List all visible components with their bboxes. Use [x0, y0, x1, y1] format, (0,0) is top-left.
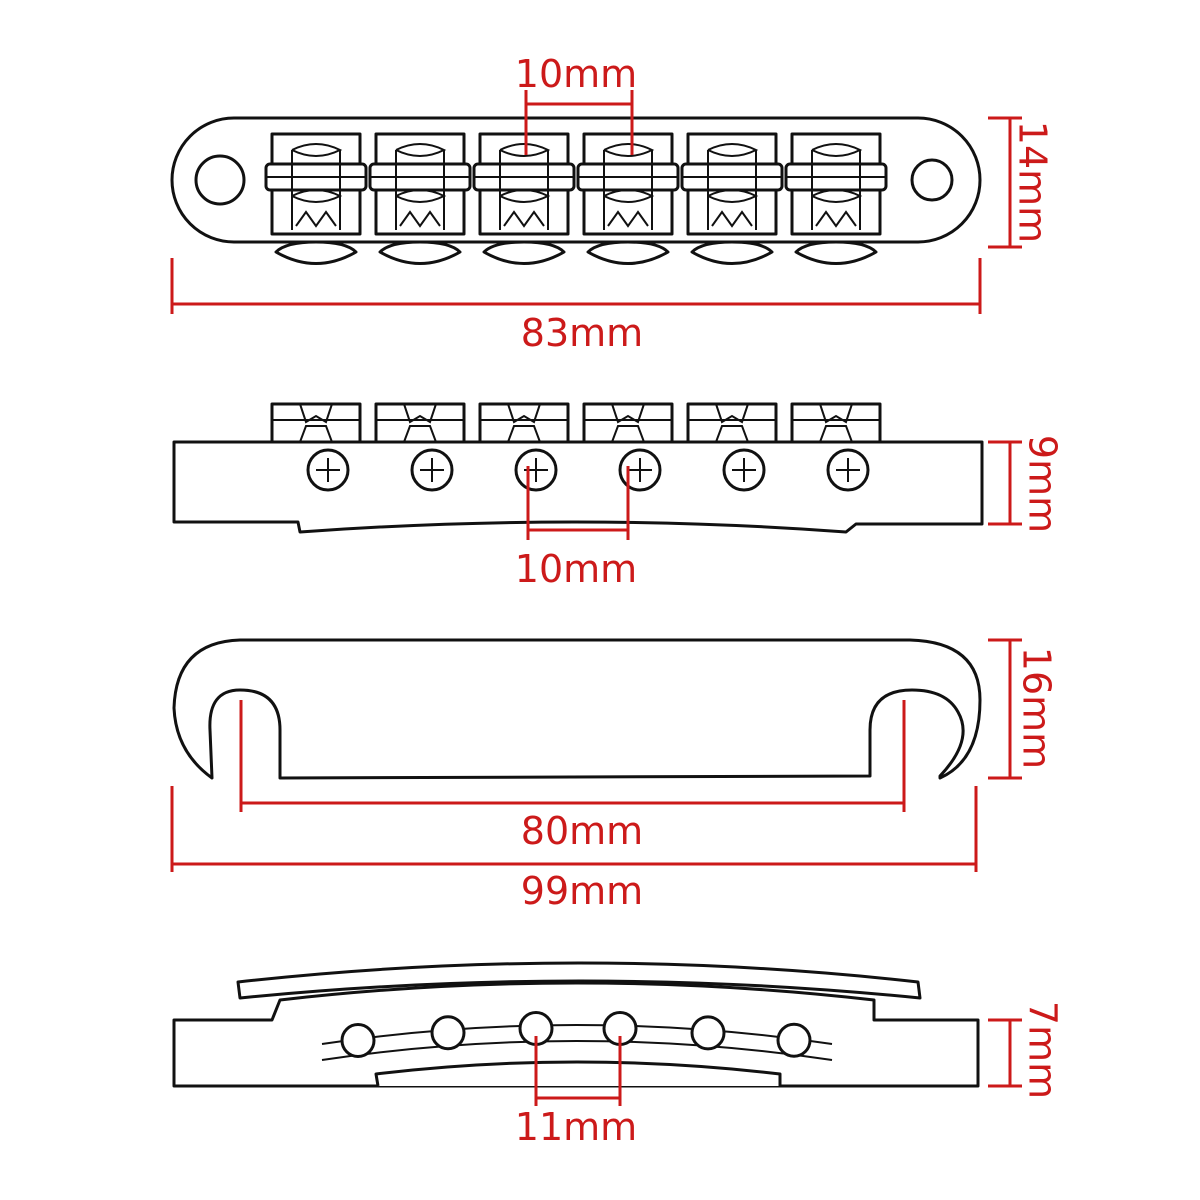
screw-head-4 [618, 448, 662, 492]
saddle-side-block [790, 402, 882, 444]
tailpiece-length-label: 99mm [521, 869, 643, 913]
screw-spacing-label: 10mm [515, 547, 637, 591]
saddle-side-block [582, 402, 674, 444]
string-hole-spacing-label: 11mm [515, 1105, 637, 1149]
bridge-length-label: 83mm [521, 311, 643, 355]
string-hole-6 [776, 1022, 812, 1058]
tailpiece-side-dimensions: 7mm 11mm [515, 1001, 1065, 1149]
tailpiece-side-body [172, 981, 980, 1088]
bridge-side-view [172, 402, 984, 534]
bridge-height-label: 9mm [1021, 435, 1065, 533]
tailpiece-side-view [172, 961, 980, 1088]
saddle-row-side [270, 402, 882, 444]
screw-head-6 [826, 448, 870, 492]
saddle-foot [690, 240, 774, 265]
saddle-foot [378, 240, 462, 265]
screw-head-5 [722, 448, 766, 492]
string-hole-5 [690, 1015, 726, 1051]
saddle-side-block [270, 402, 362, 444]
saddle-top-3 [472, 132, 576, 265]
bridge-side-dimensions: 9mm 10mm [515, 435, 1065, 591]
bridge-top-dimensions: 10mm 14mm 83mm [170, 52, 1055, 355]
saddle-foot [482, 240, 566, 265]
tailpiece-side-base [374, 1060, 782, 1087]
saddle-side-block [374, 402, 466, 444]
saddle-row-top [264, 132, 888, 265]
tailpiece-height-label: 16mm [1015, 647, 1059, 769]
tailpiece-side-height-label: 7mm [1021, 1001, 1065, 1099]
saddle-side-4 [582, 402, 674, 444]
bridge-right-mount-hole [910, 158, 954, 202]
saddle-side-2 [374, 402, 466, 444]
saddle-top-6 [784, 132, 888, 265]
string-hole-2 [430, 1015, 466, 1051]
tailpiece-top-body [172, 638, 982, 780]
saddle-side-5 [686, 402, 778, 444]
bridge-width-label: 14mm [1011, 121, 1055, 243]
saddle-side-3 [478, 402, 570, 444]
saddle-top-1 [264, 132, 368, 265]
saddle-side-1 [270, 402, 362, 444]
intonation-screw-row [306, 448, 870, 492]
bridge-top-view [170, 116, 982, 265]
saddle-foot [586, 240, 670, 265]
saddle-top-5 [680, 132, 784, 265]
saddle-side-block [686, 402, 778, 444]
tailpiece-top-view [172, 638, 982, 780]
bridge-saddle-spacing-label: 10mm [515, 52, 637, 96]
saddle-foot [794, 240, 878, 265]
saddle-top-4 [576, 132, 680, 265]
bridge-top-body [170, 116, 982, 244]
tailpiece-side-lip [236, 961, 922, 1000]
bridge-side-body [172, 440, 984, 534]
saddle-top-2 [368, 132, 472, 265]
saddle-foot [274, 240, 358, 265]
saddle-side-block [478, 402, 570, 444]
bridge-left-mount-hole [194, 154, 246, 206]
saddle-side-6 [790, 402, 882, 444]
screw-head-2 [410, 448, 454, 492]
string-hole-1 [340, 1022, 376, 1058]
stud-spacing-label: 80mm [521, 809, 643, 853]
screw-head-3 [514, 448, 558, 492]
tailpiece-top-dimensions: 16mm 80mm 99mm [170, 638, 1059, 913]
screw-head-1 [306, 448, 350, 492]
